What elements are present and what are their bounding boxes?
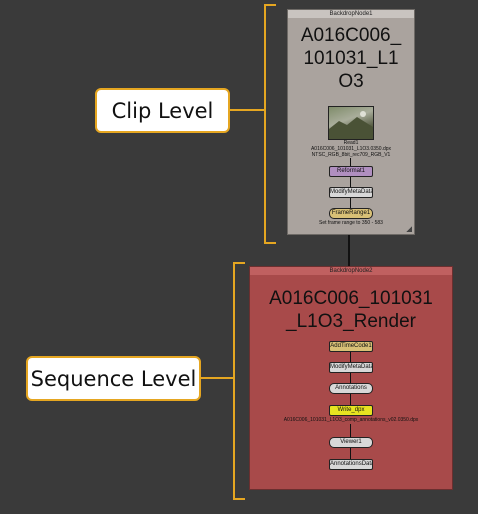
wire (350, 394, 351, 405)
wire (350, 158, 351, 166)
viewer-node[interactable]: Viewer1 (329, 437, 373, 448)
wire (350, 448, 351, 459)
add-timecode-node[interactable]: AddTimeCode1 (329, 341, 373, 352)
clip-backdrop-label-2: 101031_L1 (303, 48, 399, 69)
clip-level-connector (228, 109, 265, 111)
annotations-node[interactable]: Annotations (329, 383, 373, 394)
wire (350, 373, 351, 383)
read-node-file: A016C006_101031_L1O3.0350.dpx (310, 146, 392, 152)
sequence-level-connector (199, 377, 234, 379)
sequence-level-bracket (233, 262, 245, 500)
resize-grip-icon[interactable] (406, 226, 412, 232)
landscape-thumbnail-icon (329, 111, 373, 139)
wire (350, 352, 351, 362)
write-dpx-node[interactable]: Write_dpx (329, 405, 373, 416)
annotations-data-node[interactable]: AnnotationsData (329, 459, 373, 470)
wire (350, 177, 351, 187)
wire (350, 198, 351, 208)
clip-backdrop-title: BackdropNode1 (288, 10, 414, 18)
read-node-detail: NTSC_RGB_8bit_rec709_RGB_V1 (311, 152, 391, 158)
reformat-node[interactable]: Reformat1 (329, 166, 373, 177)
write-caption: A016C006_101031_L1O3_comp_annotations_v0… (283, 417, 419, 423)
wire (350, 424, 351, 437)
clip-level-bracket (264, 4, 276, 244)
sequence-backdrop-title: BackdropNode2 (250, 267, 452, 275)
clip-level-label: Clip Level (95, 88, 230, 133)
backdrop-link-wire (348, 232, 350, 272)
read-node-thumbnail[interactable] (328, 106, 374, 140)
sequence-backdrop-label-1: A016C006_101031 (269, 288, 433, 309)
modify-metadata2-node[interactable]: ModifyMetaData2 (329, 362, 373, 373)
read-node-name: Read1 (343, 140, 359, 146)
sequence-backdrop-label-2: _L1O3_Render (286, 311, 416, 332)
clip-backdrop-label-1: A016C006_ (300, 25, 402, 46)
frame-range-node[interactable]: FrameRange1 (329, 208, 373, 219)
clip-backdrop[interactable]: BackdropNode1 A016C006_ 101031_L1 O3 Rea… (287, 9, 415, 235)
frame-range-caption: Set frame range to 350 - 583 (319, 220, 383, 226)
sequence-level-label: Sequence Level (26, 356, 201, 401)
modify-metadata-node[interactable]: ModifyMetaData (329, 187, 373, 198)
clip-backdrop-label-3: O3 (338, 71, 364, 92)
sequence-backdrop[interactable]: BackdropNode2 A016C006_101031 _L1O3_Rend… (249, 266, 453, 490)
